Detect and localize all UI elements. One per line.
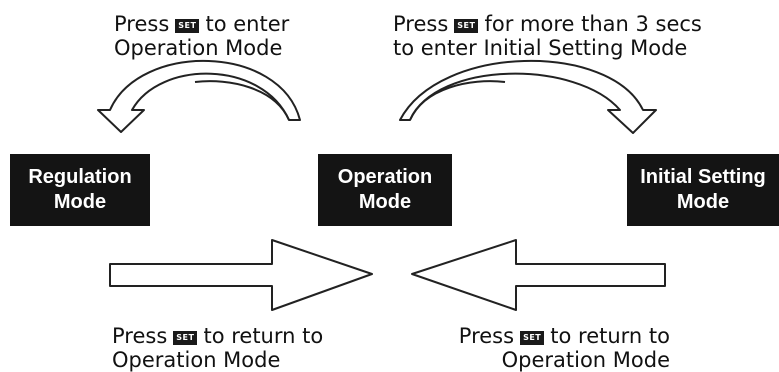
set-key-icon: SET (173, 331, 198, 345)
caption-line-1: Press SET to return to (430, 324, 670, 348)
mode-label-line-1: Operation (337, 166, 433, 188)
curved-arrow-to-regulation (97, 60, 301, 133)
mode-label-line-1: Initial Setting (640, 166, 766, 188)
caption-line-1: Press SET for more than 3 secs (393, 12, 702, 36)
caption-line-1: Press SET to return to (112, 324, 323, 348)
caption-text: to enter (205, 12, 290, 36)
straight-arrow-to-operation-right (411, 239, 666, 311)
mode-label-line-1: Regulation (28, 166, 132, 188)
regulation-mode-box: Regulation Mode (10, 154, 150, 226)
caption-return-right: Press SET to return to Operation Mode (430, 324, 670, 372)
caption-line-2: Operation Mode (501, 348, 670, 372)
caption-line-2: Operation Mode (112, 348, 281, 372)
caption-line-1: Press SET to enter (114, 12, 289, 36)
straight-arrow-to-operation-left (109, 239, 373, 311)
caption-text: for more than 3 secs (484, 12, 702, 36)
caption-text: Press (112, 324, 168, 348)
mode-label-line-2: Mode (358, 191, 412, 213)
set-key-icon: SET (175, 19, 200, 33)
caption-text: to return to (550, 324, 670, 348)
mode-label-line-2: Mode (53, 191, 107, 213)
caption-return-left: Press SET to return to Operation Mode (112, 324, 323, 372)
caption-text: Press (114, 12, 170, 36)
mode-label-line-2: Mode (676, 191, 730, 213)
caption-text: Press (393, 12, 449, 36)
caption-enter-operation: Press SET to enter Operation Mode (114, 12, 289, 60)
caption-line-2: Operation Mode (114, 36, 283, 60)
caption-enter-initial-setting: Press SET for more than 3 secs to enter In… (393, 12, 702, 60)
initial-setting-mode-box: Initial Setting Mode (627, 154, 779, 226)
caption-text: Press (458, 324, 515, 348)
set-key-icon: SET (454, 19, 479, 33)
caption-line-2: to enter Initial Setting Mode (393, 36, 688, 60)
operation-mode-box: Operation Mode (318, 154, 452, 226)
caption-text: to return to (203, 324, 324, 348)
curved-arrow-to-initial-setting (399, 59, 657, 134)
set-key-icon: SET (520, 331, 545, 345)
